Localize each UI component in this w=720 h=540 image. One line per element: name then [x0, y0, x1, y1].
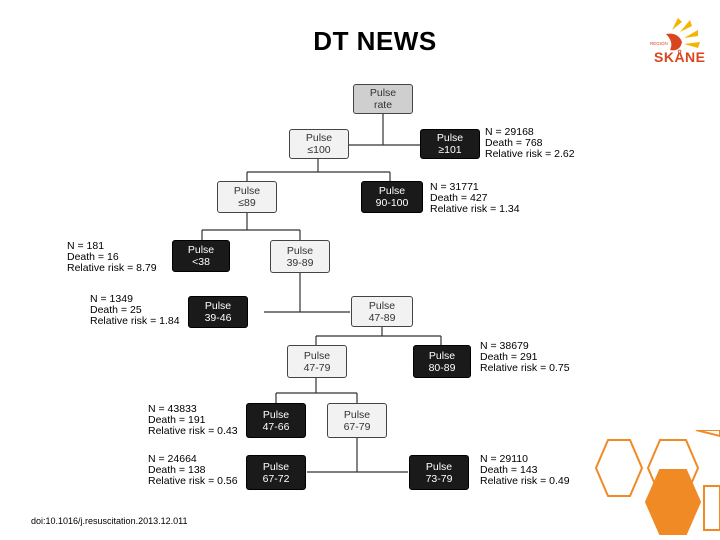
stat-rr: Relative risk = 0.49 [480, 475, 570, 487]
node-pulse-90-100: Pulse 90-100 [361, 181, 423, 213]
node-label: Pulse [369, 87, 397, 99]
node-range: 39-46 [204, 312, 232, 324]
node-range: 47-79 [303, 361, 331, 374]
stats-ge101: N = 29168 Death = 768 Relative risk = 2.… [485, 127, 575, 160]
sun-icon [666, 18, 700, 51]
stat-rr: Relative risk = 0.75 [480, 362, 570, 374]
stat-death: Death = 291 [480, 351, 538, 363]
logo-small-text: REGION [650, 41, 668, 46]
stats-39-46: N = 1349 Death = 25 Relative risk = 1.84 [90, 294, 180, 327]
node-range: <38 [192, 256, 210, 268]
node-range: ≤100 [307, 144, 331, 156]
node-pulse-80-89: Pulse 80-89 [413, 345, 471, 378]
stat-n: N = 29110 [480, 453, 528, 465]
node-range: 67-72 [262, 472, 290, 485]
stat-death: Death = 191 [148, 414, 206, 426]
stats-73-79: N = 29110 Death = 143 Relative risk = 0.… [480, 454, 570, 487]
stat-rr: Relative risk = 1.34 [430, 203, 520, 215]
stat-rr: Relative risk = 1.84 [90, 315, 180, 327]
node-range: 39-89 [286, 256, 314, 269]
node-pulse-47-89: Pulse 47-89 [351, 296, 413, 327]
node-pulse-39-46: Pulse 39-46 [188, 296, 248, 328]
node-range: rate [373, 99, 393, 111]
stat-death: Death = 427 [430, 192, 488, 204]
node-pulse-lt38: Pulse <38 [172, 240, 230, 272]
stats-47-66: N = 43833 Death = 191 Relative risk = 0.… [148, 404, 238, 437]
logo-text: SKÅNE [654, 49, 706, 65]
doi-reference: doi:10.1016/j.resuscitation.2013.12.011 [31, 516, 188, 526]
stat-n: N = 38679 [480, 340, 529, 352]
stats-90-100: N = 31771 Death = 427 Relative risk = 1.… [430, 182, 520, 215]
node-label: Pulse [305, 132, 333, 144]
node-label: Pulse [368, 299, 396, 312]
node-range: 47-66 [262, 420, 290, 433]
node-label: Pulse [303, 349, 331, 362]
decorative-hexagons [594, 430, 720, 535]
node-label: Pulse [204, 300, 232, 312]
stat-death: Death = 768 [485, 137, 543, 149]
stat-death: Death = 143 [480, 464, 538, 476]
stat-death: Death = 138 [148, 464, 206, 476]
node-pulse-47-66: Pulse 47-66 [246, 403, 306, 438]
stat-n: N = 24664 [148, 453, 197, 465]
node-label: Pulse [262, 408, 290, 421]
region-skane-logo: REGION [650, 18, 700, 51]
stats-67-72: N = 24664 Death = 138 Relative risk = 0.… [148, 454, 238, 487]
node-label: Pulse [286, 244, 314, 257]
node-pulse-67-79: Pulse 67-79 [327, 403, 387, 438]
node-pulse-39-89: Pulse 39-89 [270, 240, 330, 273]
stat-death: Death = 25 [90, 304, 142, 316]
node-range: 80-89 [428, 361, 456, 374]
stats-80-89: N = 38679 Death = 291 Relative risk = 0.… [480, 341, 570, 374]
node-range: ≤89 [238, 197, 256, 209]
stats-lt38: N = 181 Death = 16 Relative risk = 8.79 [67, 241, 157, 274]
node-range: 73-79 [425, 472, 453, 485]
node-pulse-67-72: Pulse 67-72 [246, 455, 306, 490]
stat-rr: Relative risk = 8.79 [67, 262, 157, 274]
node-label: Pulse [343, 408, 371, 421]
node-pulse-le89: Pulse ≤89 [217, 181, 277, 213]
node-range: 90-100 [375, 197, 409, 209]
node-label: Pulse [428, 349, 456, 362]
stat-rr: Relative risk = 0.56 [148, 475, 238, 487]
node-pulse-rate: Pulse rate [353, 84, 413, 114]
node-label: Pulse [187, 244, 215, 256]
stat-n: N = 29168 [485, 126, 534, 138]
stat-rr: Relative risk = 0.43 [148, 425, 238, 437]
page-title: DT NEWS [313, 26, 437, 56]
node-range: ≥101 [438, 144, 462, 156]
stat-death: Death = 16 [67, 251, 119, 263]
node-range: 47-89 [368, 311, 396, 324]
node-pulse-le100: Pulse ≤100 [289, 129, 349, 159]
node-pulse-ge101: Pulse ≥101 [420, 129, 480, 159]
node-label: Pulse [262, 460, 290, 473]
stat-n: N = 43833 [148, 403, 197, 415]
node-range: 67-79 [343, 420, 371, 433]
node-label: Pulse [436, 132, 464, 144]
stat-n: N = 31771 [430, 181, 479, 193]
node-pulse-73-79: Pulse 73-79 [409, 455, 469, 490]
stat-rr: Relative risk = 2.62 [485, 148, 575, 160]
node-label: Pulse [233, 185, 261, 197]
node-label: Pulse [425, 460, 453, 473]
stat-n: N = 1349 [90, 293, 133, 305]
node-pulse-47-79: Pulse 47-79 [287, 345, 347, 378]
stat-n: N = 181 [67, 240, 105, 252]
node-label: Pulse [378, 185, 406, 197]
